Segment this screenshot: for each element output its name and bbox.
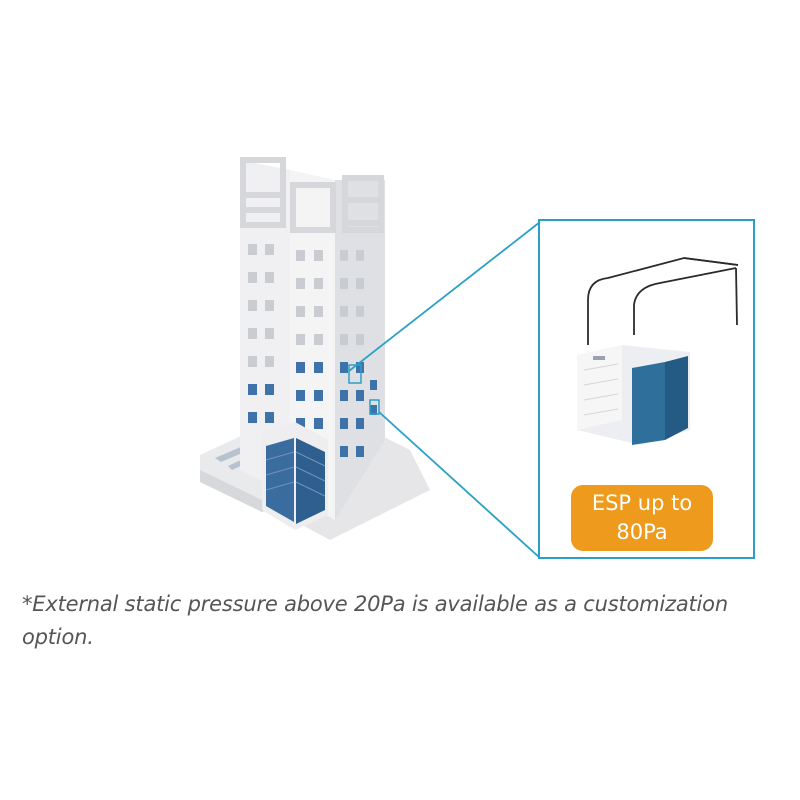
tower-building-icon [240,157,385,520]
esp-badge: ESP up to 80Pa [571,485,713,551]
duct-icon [587,257,739,345]
highlight-marker [348,364,380,415]
callout-frame [538,219,755,559]
callout-lines [348,221,541,559]
esp-badge-text: ESP up to 80Pa [591,491,693,544]
outdoor-unit-icon [577,345,690,445]
footnote: *External static pressure above 20Pa is … [22,592,728,649]
podium-building-icon [262,422,328,530]
